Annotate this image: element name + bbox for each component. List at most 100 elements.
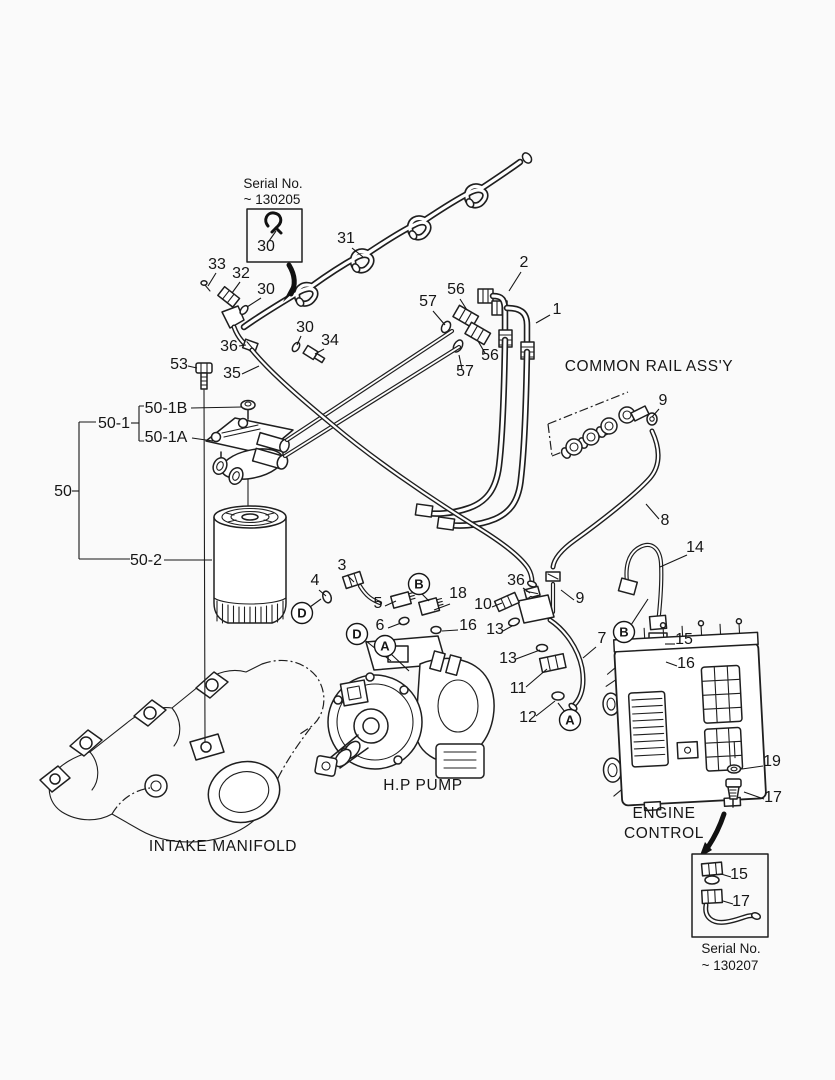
circled-letter-text-A-5: A — [565, 713, 575, 728]
callout-13-33: 13 — [499, 650, 517, 667]
letter-leader-A-2 — [390, 653, 410, 672]
callout-leader-4-24 — [318, 589, 327, 597]
serial-box-top-art — [246, 208, 303, 302]
callout-5-25: 5 — [374, 595, 383, 612]
callout-leader-8-16 — [645, 503, 660, 520]
callout-leader-14-37 — [659, 554, 688, 568]
callout-33-1: 33 — [208, 256, 226, 273]
serial-bottom-line1: Serial No. — [701, 941, 760, 956]
intake-manifold-art — [39, 659, 325, 843]
serial-bottom-line2: ~ 130207 — [702, 958, 759, 973]
callout-leader-9-15 — [651, 408, 660, 418]
circled-letter-text-B-3: B — [414, 577, 423, 592]
callout-leader-35-7 — [241, 365, 260, 375]
engine-control-art — [602, 618, 767, 812]
serial-box-bottom-art — [691, 853, 769, 938]
fuel-filter-cartridge — [213, 505, 287, 624]
callout-6-26: 6 — [376, 617, 385, 634]
circled-letter-A-5 — [558, 708, 582, 732]
callout-leader-32-2 — [231, 281, 241, 294]
callout-16-39: 16 — [677, 655, 695, 672]
callout-3-23: 3 — [338, 557, 347, 574]
callout-8-16: 8 — [661, 512, 670, 529]
pump-fittings-art — [321, 570, 444, 635]
callout-leader-31-0 — [351, 247, 364, 258]
callout-leader-36-6 — [238, 344, 247, 347]
rail-supply-pipes-1-2 — [414, 288, 535, 531]
engine-control-label-line2: CONTROL — [624, 825, 704, 842]
callout-leader-13-33 — [515, 649, 541, 660]
hp-pump-label: H.P PUMP — [383, 777, 462, 794]
callout-57-9: 57 — [419, 293, 437, 310]
callout-leader-11-34 — [525, 668, 548, 688]
callout-leader-1-12 — [535, 314, 551, 324]
callout-leader-9-32 — [560, 589, 575, 601]
circled-letter-text-D-0: D — [297, 606, 306, 621]
callout-15-38: 15 — [675, 631, 693, 648]
callout-leader-16-28 — [441, 629, 459, 632]
callout-18-27: 18 — [449, 585, 467, 602]
callout-leader-33-1 — [207, 272, 217, 287]
callout-leader-57-9 — [432, 310, 446, 326]
callout-31-0: 31 — [337, 230, 355, 247]
hp-pump-art — [314, 635, 495, 779]
letter-leader-B-4 — [630, 598, 649, 626]
callout-leader-12-35 — [535, 700, 556, 717]
callout-leader-36-31 — [522, 587, 531, 594]
callout-leader-30-22 — [268, 230, 277, 242]
callout-leader-34-5 — [314, 348, 325, 355]
callout-2-11: 2 — [520, 254, 529, 271]
callout-53-8: 53 — [170, 356, 188, 373]
leak-off-pipe-31 — [240, 152, 533, 331]
letter-leader-B-3 — [421, 593, 430, 602]
callout-leader-56-10 — [459, 298, 468, 311]
callout-50-2-21: 50-2 — [130, 552, 162, 569]
callout-50-1B-17: 50-1B — [145, 400, 188, 417]
callout-leader-3-23 — [346, 574, 355, 583]
callout-leader-15-42 — [720, 873, 732, 878]
callout-32-2: 32 — [232, 265, 250, 282]
circled-letter-D-1 — [345, 622, 369, 646]
callout-36-6: 36 — [220, 338, 238, 355]
bolt-53-art — [195, 362, 213, 743]
callout-leader-5-25 — [384, 600, 397, 607]
callout-leader-16-39 — [665, 661, 678, 667]
callout-leader-10-29 — [491, 602, 503, 608]
callout-50-1A-18: 50-1A — [145, 429, 188, 446]
callout-50-1-19: 50-1 — [98, 415, 130, 432]
sensor-17-art — [725, 764, 742, 808]
callout-leader-50-1B-17 — [190, 406, 243, 409]
callout-34-5: 34 — [321, 332, 339, 349]
callout-leader-30-3 — [246, 297, 262, 308]
circled-letter-text-A-2: A — [380, 639, 390, 654]
callout-leader-50-1A-18 — [191, 437, 214, 442]
intake-manifold-label: INTAKE MANIFOLD — [149, 838, 297, 855]
callout-leader-17-43 — [722, 900, 734, 905]
circled-letter-text-B-4: B — [619, 625, 628, 640]
callout-36-31: 36 — [507, 572, 525, 589]
callout-leader-57-14 — [458, 354, 463, 370]
callout-leader-17-41 — [743, 791, 765, 800]
callout-leader-30-4 — [296, 335, 302, 346]
callout-leader-6-26 — [387, 622, 402, 629]
callout-35-7: 35 — [223, 365, 241, 382]
circled-letter-text-D-1: D — [352, 627, 361, 642]
callout-10-29: 10 — [474, 596, 492, 613]
callout-57-14: 57 — [456, 363, 474, 380]
callout-50-20: 50 — [54, 483, 72, 500]
letter-leader-A-5 — [557, 702, 566, 713]
callout-9-15: 9 — [659, 392, 668, 409]
circled-letter-B-4 — [612, 620, 636, 644]
callout-leader-53-8 — [187, 365, 198, 369]
callout-leader-13-30 — [502, 625, 513, 632]
callout-11-34: 11 — [510, 680, 527, 697]
callout-15-42: 15 — [730, 866, 748, 883]
common-rail-art — [545, 391, 661, 615]
serial-top-line2: ~ 130205 — [244, 192, 301, 207]
letter-leader-D-0 — [309, 598, 322, 608]
fuel-filter-head — [205, 399, 294, 509]
callout-56-10: 56 — [447, 281, 465, 298]
callout-12-35: 12 — [519, 709, 537, 726]
callout-4-24: 4 — [311, 572, 320, 589]
